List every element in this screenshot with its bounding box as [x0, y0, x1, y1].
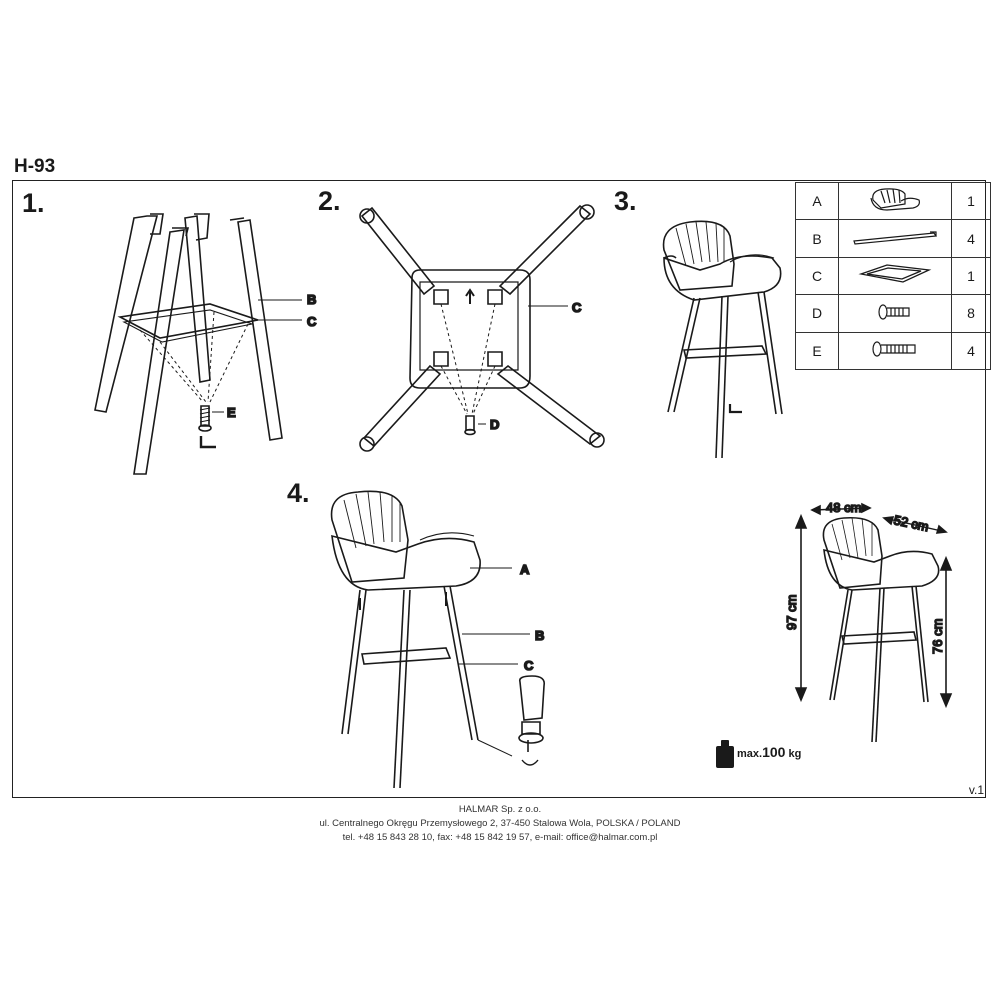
seat-height-dimension: 76 cm — [930, 619, 945, 654]
step-4-number: 4. — [287, 478, 310, 508]
max-load-unit: kg — [788, 748, 802, 760]
footer-contact: tel. +48 15 843 28 10, fax: +48 15 842 1… — [342, 832, 658, 843]
step-3-number: 3. — [614, 186, 637, 216]
callout-c-step1: C — [307, 314, 317, 329]
depth-dimension: 52 cm — [892, 512, 930, 534]
part-letter: C — [795, 256, 839, 296]
part-letter: A — [795, 181, 839, 221]
version-label: v.1 — [968, 783, 984, 797]
max-load-label: max.100 kg — [737, 744, 801, 760]
step-1-drawing — [94, 213, 302, 475]
part-quantity: 4 — [951, 331, 991, 370]
footer: HALMAR Sp. z o.o. ul. Centralnego Okręgu… — [0, 803, 1000, 845]
footer-address: ul. Centralnego Okręgu Przemysłowego 2, … — [319, 818, 681, 829]
part-letter: E — [795, 331, 839, 370]
leg-icon — [838, 219, 952, 258]
short-bolt-icon — [838, 294, 952, 333]
step-2-drawing — [359, 204, 605, 452]
callout-b-step4: B — [535, 628, 544, 643]
part-quantity: 1 — [951, 181, 991, 221]
instruction-frame — [12, 180, 986, 798]
weight-icon — [716, 740, 734, 768]
callout-c-step2: C — [572, 300, 582, 315]
callout-e-step1: E — [227, 405, 236, 420]
step-1-number: 1. — [22, 188, 45, 218]
seat-icon — [838, 181, 952, 221]
height-dimension: 97 cm — [784, 595, 799, 630]
max-load-value: 100 — [762, 744, 786, 760]
long-bolt-icon — [838, 331, 952, 370]
footrest-frame-icon — [838, 256, 952, 296]
part-quantity: 4 — [951, 219, 991, 258]
callout-d-step2: D — [490, 417, 499, 432]
callout-c-step4: C — [524, 658, 534, 673]
footer-company: HALMAR Sp. z o.o. — [458, 804, 542, 815]
step-2-number: 2. — [318, 186, 341, 216]
part-quantity: 8 — [951, 294, 991, 333]
part-letter: B — [795, 219, 839, 258]
part-letter: D — [795, 294, 839, 333]
callout-a-step4: A — [520, 562, 530, 577]
max-load-prefix: max. — [737, 748, 763, 760]
step-4-drawing — [330, 490, 546, 789]
step-3-drawing — [662, 220, 783, 459]
product-code: H-93 — [14, 156, 56, 177]
callout-b-step1: B — [307, 292, 316, 307]
dimensions-drawing — [794, 502, 953, 743]
part-quantity: 1 — [951, 256, 991, 296]
width-dimension: 48 cm — [826, 500, 861, 515]
